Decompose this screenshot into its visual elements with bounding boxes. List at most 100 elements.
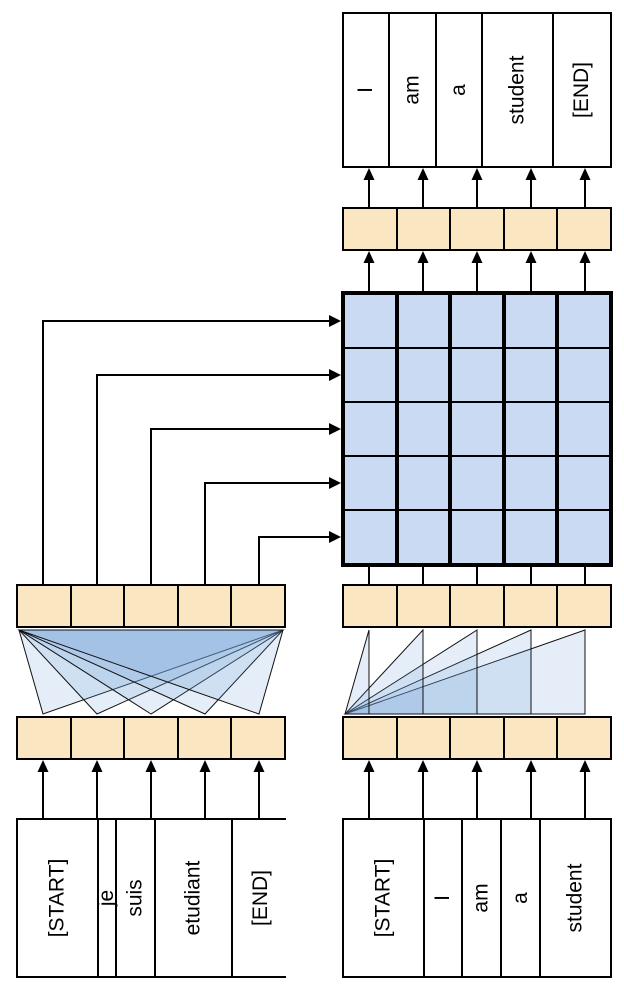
encoder-input-token-row: [START] je suis etudiant [END] xyxy=(16,818,290,978)
embedding-cell xyxy=(69,586,124,626)
attention-grid-cell xyxy=(505,457,556,509)
input-token-box: student xyxy=(539,820,610,976)
up-arrow-icon xyxy=(471,251,483,291)
decoder-lower-embedding-row xyxy=(342,716,612,760)
attention-grid-cell xyxy=(345,403,395,455)
embedding-cell xyxy=(176,718,231,758)
attention-grid-cell xyxy=(559,403,609,455)
attention-grid-cell xyxy=(398,349,449,401)
attention-grid-cell xyxy=(559,349,609,401)
embedding-cell xyxy=(344,718,396,758)
attention-grid-cell xyxy=(452,457,502,509)
output-embedding-row xyxy=(342,207,612,251)
input-token-label: a xyxy=(508,892,532,904)
embedding-cell xyxy=(395,718,450,758)
up-arrow-icon xyxy=(579,251,591,291)
attention-grid-cell xyxy=(559,457,609,509)
embedding-cell xyxy=(556,586,610,626)
attention-grid-cell xyxy=(559,511,609,563)
input-token-label: etudiant xyxy=(181,860,205,936)
up-arrow-icon xyxy=(91,760,103,818)
embedding-cell xyxy=(176,586,231,626)
attention-grid-cell xyxy=(345,295,395,347)
right-angle-arrow-icon xyxy=(204,477,341,584)
embedding-cell xyxy=(556,209,610,249)
up-arrow-icon xyxy=(525,251,537,291)
attention-fan-triangle xyxy=(344,629,370,715)
input-token-box: [START] xyxy=(18,820,97,976)
output-token-label: am xyxy=(400,75,424,105)
up-arrow-icon xyxy=(253,760,265,818)
output-token-box: am xyxy=(388,14,435,166)
up-arrow-icon xyxy=(471,168,483,207)
input-token-label: je xyxy=(94,889,118,907)
attention-grid-cell xyxy=(559,295,609,347)
up-arrow-icon xyxy=(363,168,375,207)
embedding-cell xyxy=(344,209,396,249)
attention-fan-triangle xyxy=(18,629,284,715)
attention-grid-cell xyxy=(505,511,556,563)
arrows-to-output xyxy=(363,168,591,207)
input-token-box: je xyxy=(95,820,118,976)
embedding-cell xyxy=(18,586,70,626)
attention-grid-cell xyxy=(505,349,556,401)
embedding-cell xyxy=(18,718,70,758)
input-token-label: I xyxy=(431,895,454,901)
up-arrow-icon xyxy=(525,168,537,207)
input-token-label: student xyxy=(563,863,587,933)
decoder-output-token-row: I am a student [END] xyxy=(342,12,612,168)
attention-grid-cell xyxy=(345,457,395,509)
attention-grid-cell xyxy=(505,403,556,455)
input-token-label: am xyxy=(469,883,493,913)
embedding-cell xyxy=(449,718,503,758)
input-token-label: [START] xyxy=(371,858,395,938)
attention-grid-cell xyxy=(452,403,502,455)
input-token-label: suis xyxy=(123,879,147,917)
up-arrow-icon xyxy=(37,760,49,818)
embedding-cell xyxy=(395,209,450,249)
up-arrow-icon xyxy=(145,760,157,818)
arrows-encoder-input xyxy=(37,760,265,818)
output-token-label: [END] xyxy=(569,61,593,119)
embedding-cell xyxy=(123,718,177,758)
input-token-box: etudiant xyxy=(154,820,232,976)
output-token-box: I xyxy=(344,14,389,166)
up-arrow-icon xyxy=(579,168,591,207)
attention-grid-cell xyxy=(452,295,502,347)
encoder-self-attention-fan xyxy=(17,629,285,715)
attention-grid-cell xyxy=(398,403,449,455)
up-arrow-icon xyxy=(363,251,375,291)
arrows-decoder-input xyxy=(363,760,591,818)
right-angle-arrow-icon xyxy=(150,423,341,584)
output-token-box: a xyxy=(434,14,482,166)
output-token-label: student xyxy=(505,55,529,125)
encoder-lower-embedding-row xyxy=(16,716,286,760)
right-angle-arrow-icon xyxy=(42,315,341,584)
input-token-box: suis xyxy=(114,820,155,976)
attention-grid-cell xyxy=(345,349,395,401)
attention-grid-cell xyxy=(505,295,556,347)
embedding-cell xyxy=(502,586,557,626)
up-arrow-icon xyxy=(199,760,211,818)
embedding-cell xyxy=(449,586,503,626)
embedding-cell xyxy=(502,718,557,758)
encoder-upper-embedding-row xyxy=(16,584,286,628)
embedding-cell xyxy=(395,586,450,626)
attention-grid-cell xyxy=(398,295,449,347)
embedding-cell xyxy=(449,209,503,249)
attention-grid-cell xyxy=(452,349,502,401)
input-token-box: am xyxy=(461,820,501,976)
up-arrow-icon xyxy=(417,251,429,291)
output-token-box: student xyxy=(481,14,552,166)
arrows-grid-to-embedding xyxy=(363,251,591,291)
up-arrow-icon xyxy=(579,760,591,818)
embedding-cell xyxy=(502,209,557,249)
input-token-label: [START] xyxy=(45,858,69,938)
up-arrow-icon xyxy=(417,760,429,818)
attention-grid-cell xyxy=(345,511,395,563)
up-arrow-icon xyxy=(417,168,429,207)
attention-grid-cell xyxy=(398,457,449,509)
embedding-cell xyxy=(69,718,124,758)
output-token-box: [END] xyxy=(551,14,610,166)
